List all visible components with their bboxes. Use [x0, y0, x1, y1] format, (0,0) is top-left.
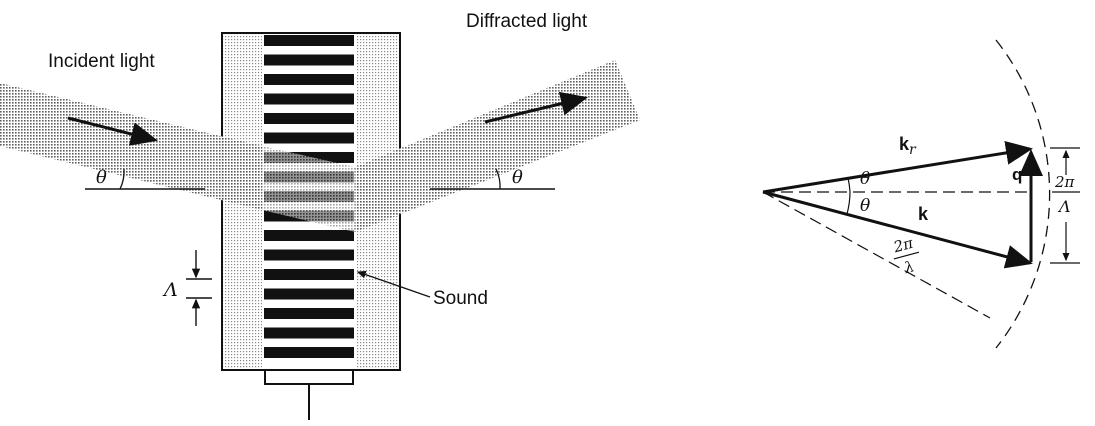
two-pi-over-lambda-label: 2π λ	[891, 234, 920, 277]
k-label: k	[918, 204, 929, 224]
sound-wavefront-bar	[264, 132, 354, 144]
sound-wavefront-bar	[264, 269, 354, 280]
sound-wavefront-bar	[264, 249, 354, 261]
sound-wavefront-bar	[264, 230, 354, 241]
k-sphere-arc	[995, 39, 1051, 349]
incident-beam	[0, 83, 262, 210]
sound-wavefront-bar	[264, 327, 354, 339]
theta-lower-label: θ	[860, 196, 870, 216]
sound-wavefront-bar	[264, 93, 354, 105]
transducer	[264, 369, 354, 385]
kr-vector	[762, 140, 1033, 194]
svg-text:λ: λ	[901, 257, 916, 277]
diffracted-light-label: Diffracted light	[466, 11, 588, 32]
incident-beam-in-cell	[262, 146, 355, 232]
sound-wavefront-bar	[264, 347, 354, 358]
incident-light-label: Incident light	[48, 51, 155, 72]
theta-upper-arc	[847, 177, 851, 193]
sound-pointer	[356, 270, 431, 298]
incident-arrow	[67, 116, 158, 146]
sound-wavefront-bar	[264, 288, 354, 300]
sound-wavefront-bar	[264, 74, 354, 85]
acoustic-cell-figure: Incident light Diffracted light Sound θ …	[0, 11, 640, 420]
two-pi-over-Lambda-numerator: 2π	[1054, 173, 1076, 191]
theta-upper-label: θ	[860, 169, 870, 189]
sound-wavefront-bar	[264, 54, 354, 66]
incident-angle-arc	[119, 168, 125, 190]
sound-wavefront-bar	[264, 35, 354, 46]
sound-wavefront-bar	[264, 113, 354, 124]
svg-text:2π: 2π	[891, 234, 916, 257]
diffracted-arrow	[484, 91, 588, 124]
sound-wavefront-bar	[264, 308, 354, 319]
lambda-label: Λ	[162, 279, 178, 301]
k-vector	[762, 190, 1033, 269]
theta-lower-arc	[846, 191, 851, 215]
theta-incident-label: θ	[96, 167, 107, 188]
radius-line	[762, 191, 991, 319]
sound-label: Sound	[433, 288, 488, 309]
q-label: q	[1012, 165, 1022, 184]
kr-label: kr	[899, 134, 917, 158]
theta-diffracted-label: θ	[512, 167, 523, 188]
two-pi-over-Lambda-denominator: Λ	[1057, 197, 1071, 216]
wavevector-diagram: kr k q θ θ 2π Λ 2π λ	[762, 39, 1080, 349]
diffracted-angle-arc	[495, 168, 501, 190]
